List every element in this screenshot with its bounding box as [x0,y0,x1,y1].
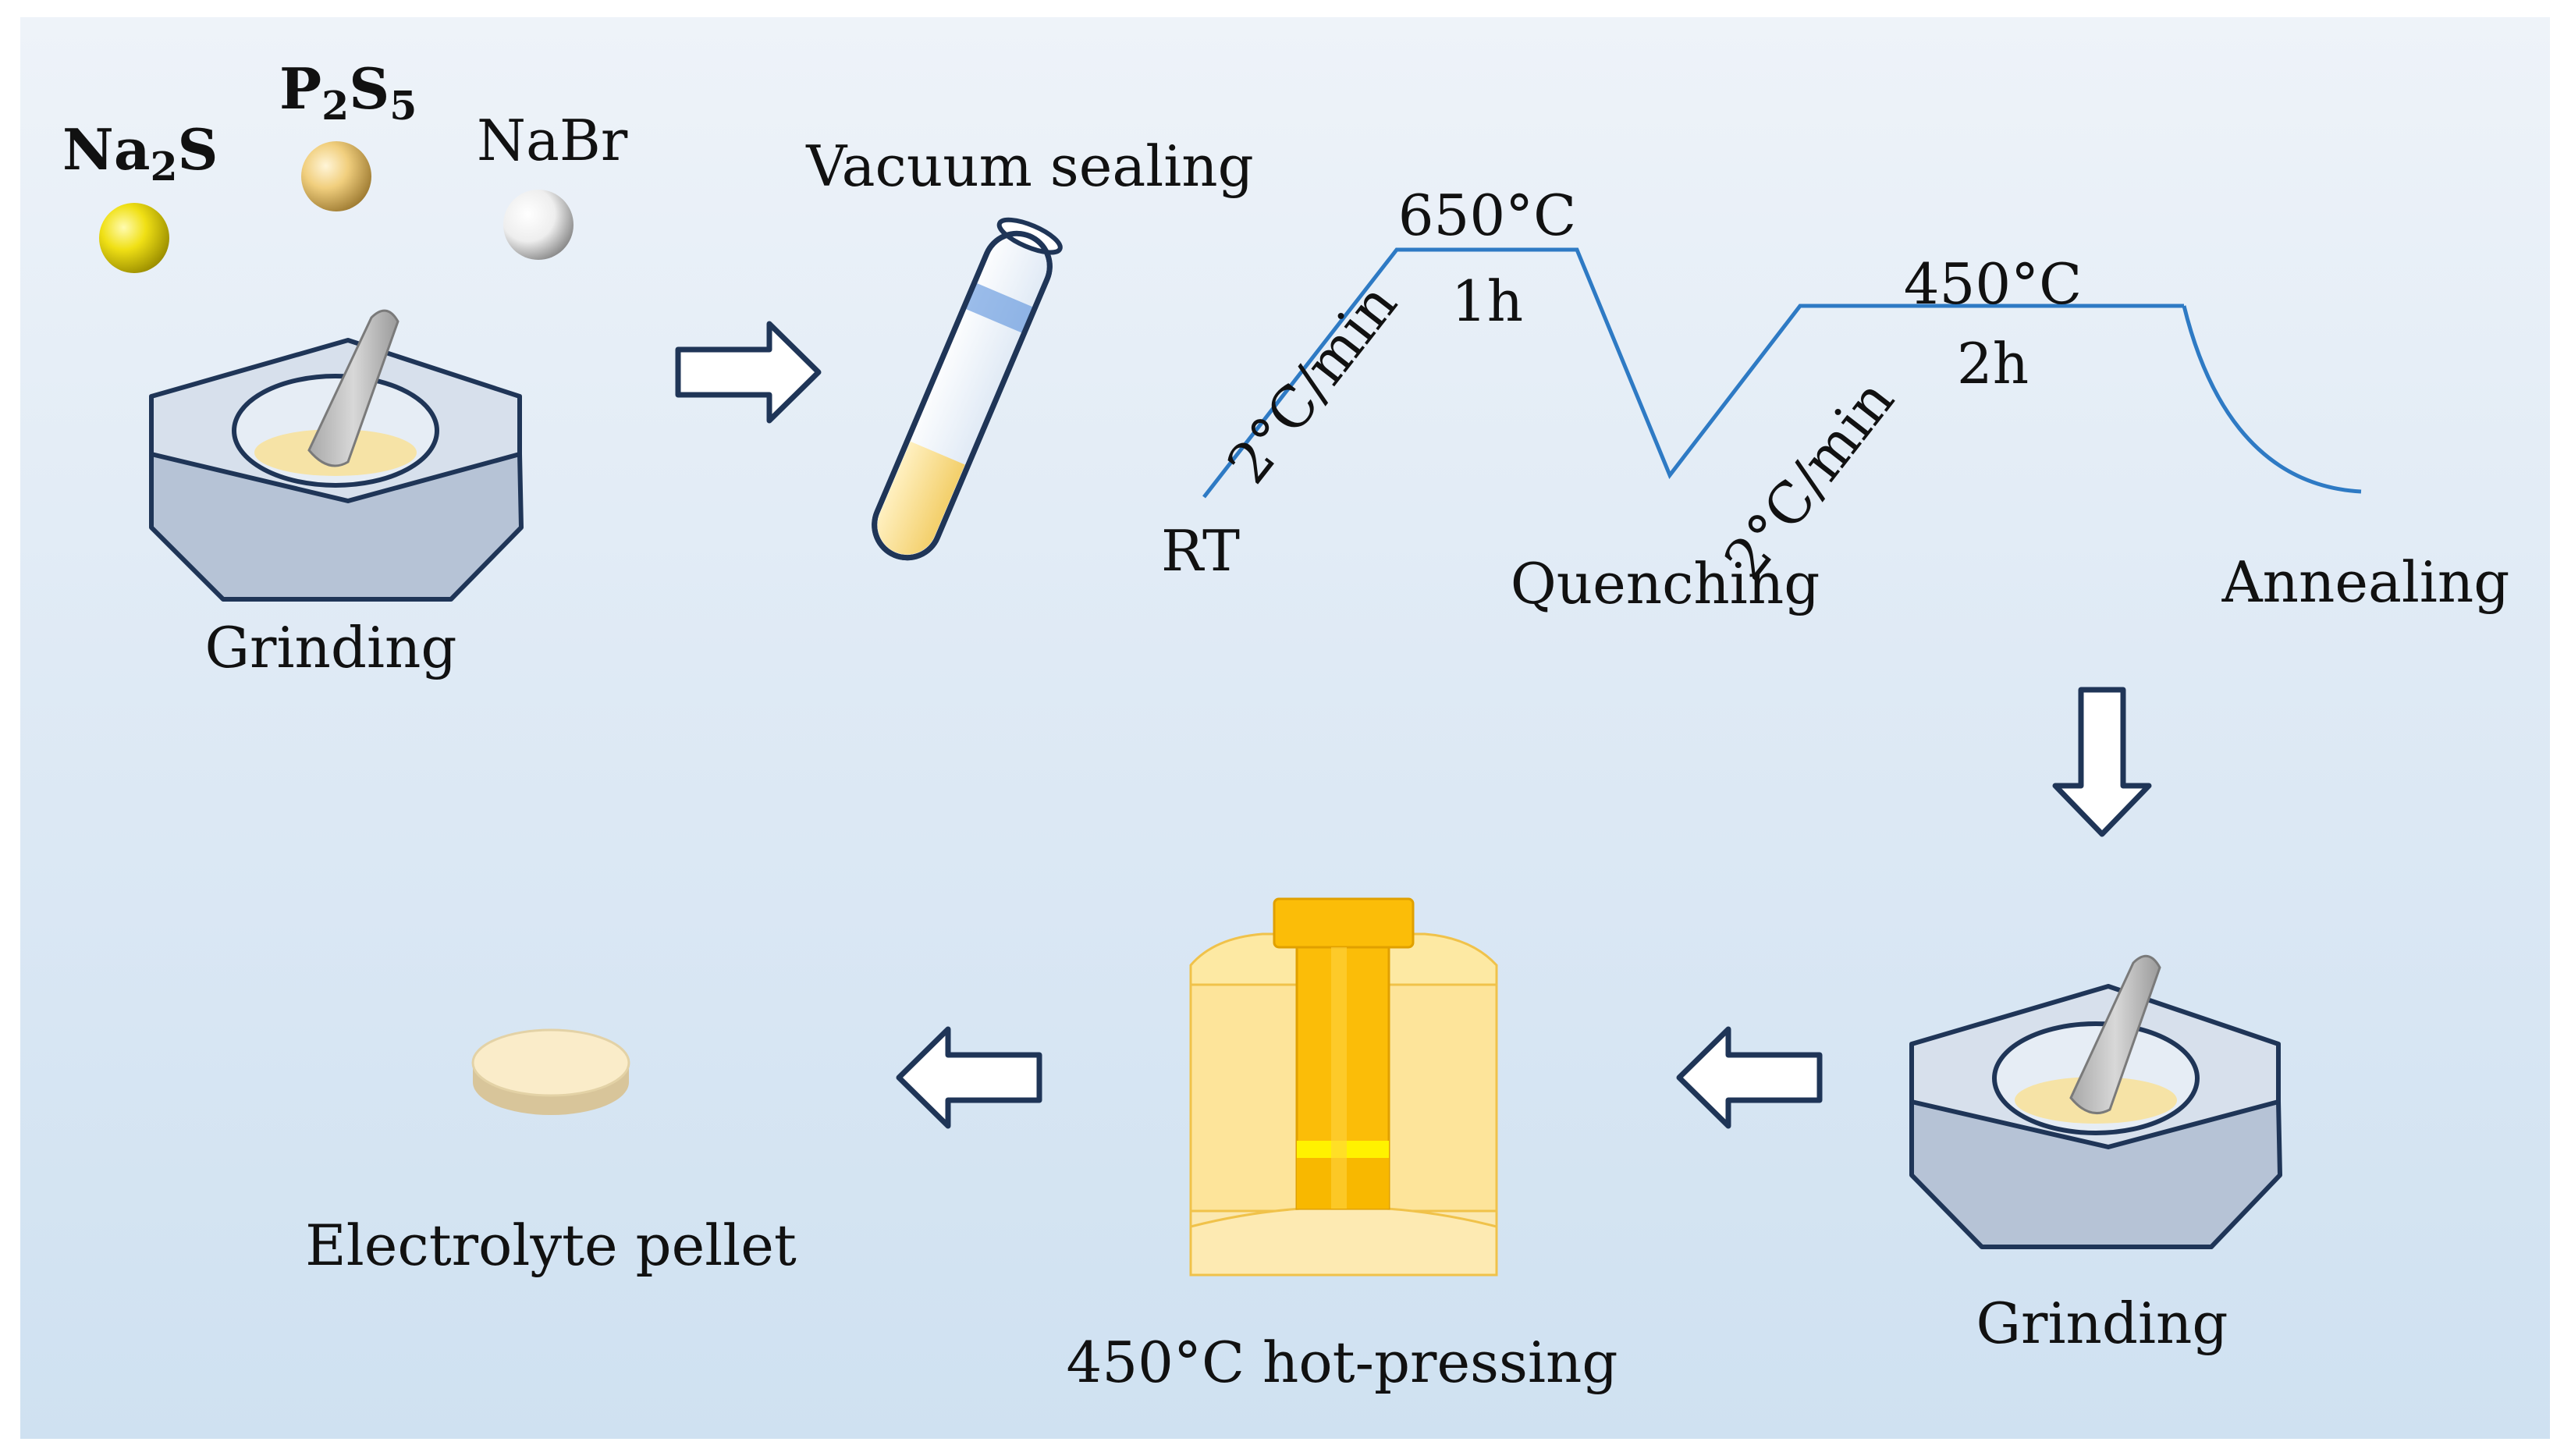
rt-label: RT [1161,518,1240,584]
arrow-down [2052,687,2152,837]
hot-press-icon [1189,897,1498,1277]
mortar-icon-1 [149,309,524,602]
grinding-label-2: Grinding [1976,1291,2228,1356]
hold-2-temp-label: 450°C [1903,251,2083,317]
nabr-sphere [503,190,574,260]
p2s5-label: P2S5 [279,55,417,130]
vacuum-tube-icon [872,217,1063,561]
annealing-label: Annealing [2221,549,2510,615]
pellet-label: Electrolyte pellet [305,1213,797,1278]
hot-pressing-label: 450°C hot-pressing [1066,1330,1618,1395]
diagram-graphics [99,141,2362,1277]
mortar-icon-2 [1909,954,2282,1249]
nabr-label: NaBr [477,108,628,173]
hold-1-time-label: 1h [1451,268,1524,334]
grinding-label-1: Grinding [204,615,457,680]
hold-1-temp-label: 650°C [1397,183,1577,248]
na2s-sphere [99,203,169,273]
hold-2-time-label: 2h [1956,331,2029,396]
vacuum-sealing-label: Vacuum sealing [806,133,1254,199]
pellet-icon [471,1028,630,1115]
arrow-right-1 [675,321,822,424]
quenching-label: Quenching [1510,551,1820,616]
arrow-left-1 [896,1026,1042,1129]
arrow-left-2 [1676,1026,1823,1129]
na2s-label: Na2S [62,116,218,190]
p2s5-sphere [301,141,371,211]
heating-profile-line [1202,247,2184,499]
diagram-canvas: Na2S P2S5 NaBr Grinding Vacuum sealing G… [20,17,2550,1439]
annealing-curve [2182,305,2362,494]
